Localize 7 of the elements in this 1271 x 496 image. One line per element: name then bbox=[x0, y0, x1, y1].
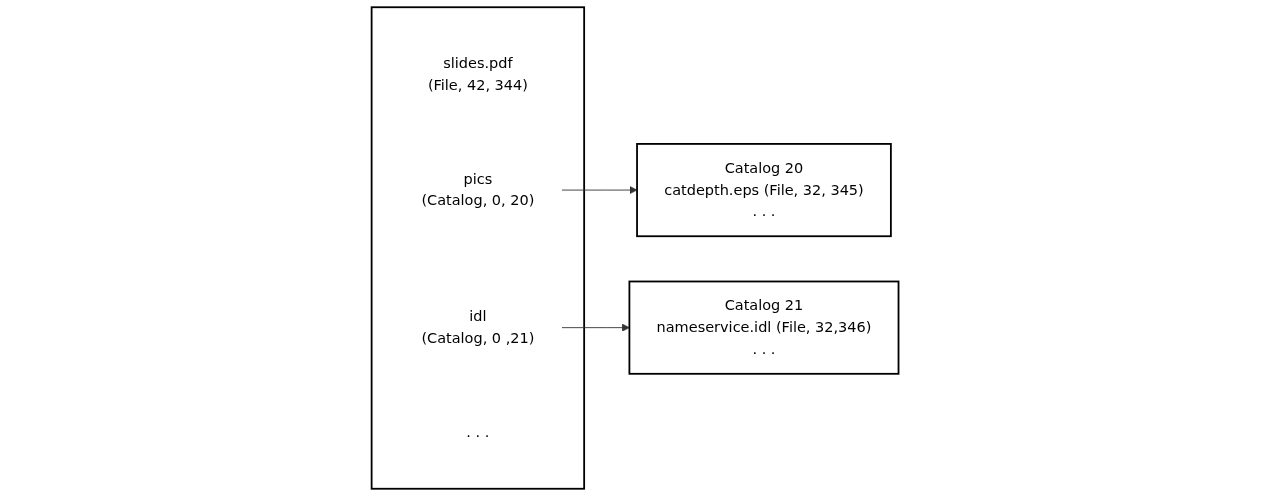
node-text: idl (Catalog, 0 ,21) bbox=[421, 307, 535, 347]
node-box: Catalog 20 catdepth.eps (File, 32, 345) . . . bbox=[636, 143, 893, 238]
node-text: pics (Catalog, 0, 20) bbox=[421, 170, 535, 210]
node-box: Catalog 21 nameservice.idl (File, 32,346) . . . bbox=[628, 280, 900, 375]
cluster bbox=[371, 6, 586, 490]
node-text: . . . bbox=[466, 423, 490, 441]
node-text: slides.pdf (File, 42, 344) bbox=[428, 54, 529, 94]
